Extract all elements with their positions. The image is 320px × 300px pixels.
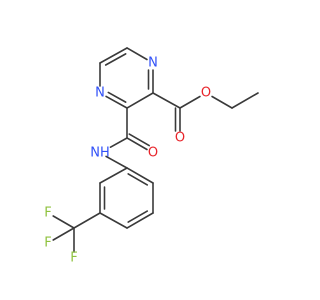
pyrazine-n1-atom: N xyxy=(148,56,158,71)
c-f2-bond xyxy=(52,227,75,241)
phenyl-bond-3-second-line xyxy=(127,210,149,223)
fluorine-atom-1: F xyxy=(44,206,51,221)
fluorine-atom-2: F xyxy=(44,236,51,251)
ester-ether-oxygen-atom: O xyxy=(201,86,211,101)
ester-ether-bond xyxy=(179,95,201,109)
ethyl-o-c-bond xyxy=(211,95,233,109)
ring-bond-c2-c3 xyxy=(126,92,154,109)
amide-carbonyl-oxygen-atom: O xyxy=(148,146,158,161)
ring-bond-c5-c1-second-line xyxy=(104,53,127,66)
phenyl-bond-1 xyxy=(126,167,154,184)
ester-carbonyl-oxygen-atom: O xyxy=(175,131,185,146)
n-phenyl-bond xyxy=(105,155,128,169)
phenyl-bond-3 xyxy=(126,212,154,229)
ethyl-c-c-bond xyxy=(231,92,259,109)
amide-carbonyl-bond xyxy=(126,137,148,151)
phenyl-bond-1-second-line xyxy=(127,173,149,186)
bond-layer xyxy=(52,47,259,253)
amide-c-n-bond xyxy=(109,137,128,148)
amide-nh-atom: NH xyxy=(90,146,110,161)
ring-bond-c3-n4 xyxy=(105,95,128,109)
cf3-bond xyxy=(73,212,101,229)
amide-carbonyl-bond-second-line xyxy=(128,133,150,147)
ring-bond-c3-n4-second-line xyxy=(107,91,127,103)
phenyl-bond-4 xyxy=(99,212,128,229)
ester-bond-ring xyxy=(152,92,181,109)
ring-bond-c5-c1 xyxy=(99,47,128,64)
fluorine-atom-3: F xyxy=(70,251,77,266)
phenyl-bond-6 xyxy=(99,167,128,184)
ring-bond-c1-n1 xyxy=(126,47,148,61)
pyrazine-n4-atom: N xyxy=(95,86,105,101)
c-f1-bond xyxy=(52,215,75,229)
